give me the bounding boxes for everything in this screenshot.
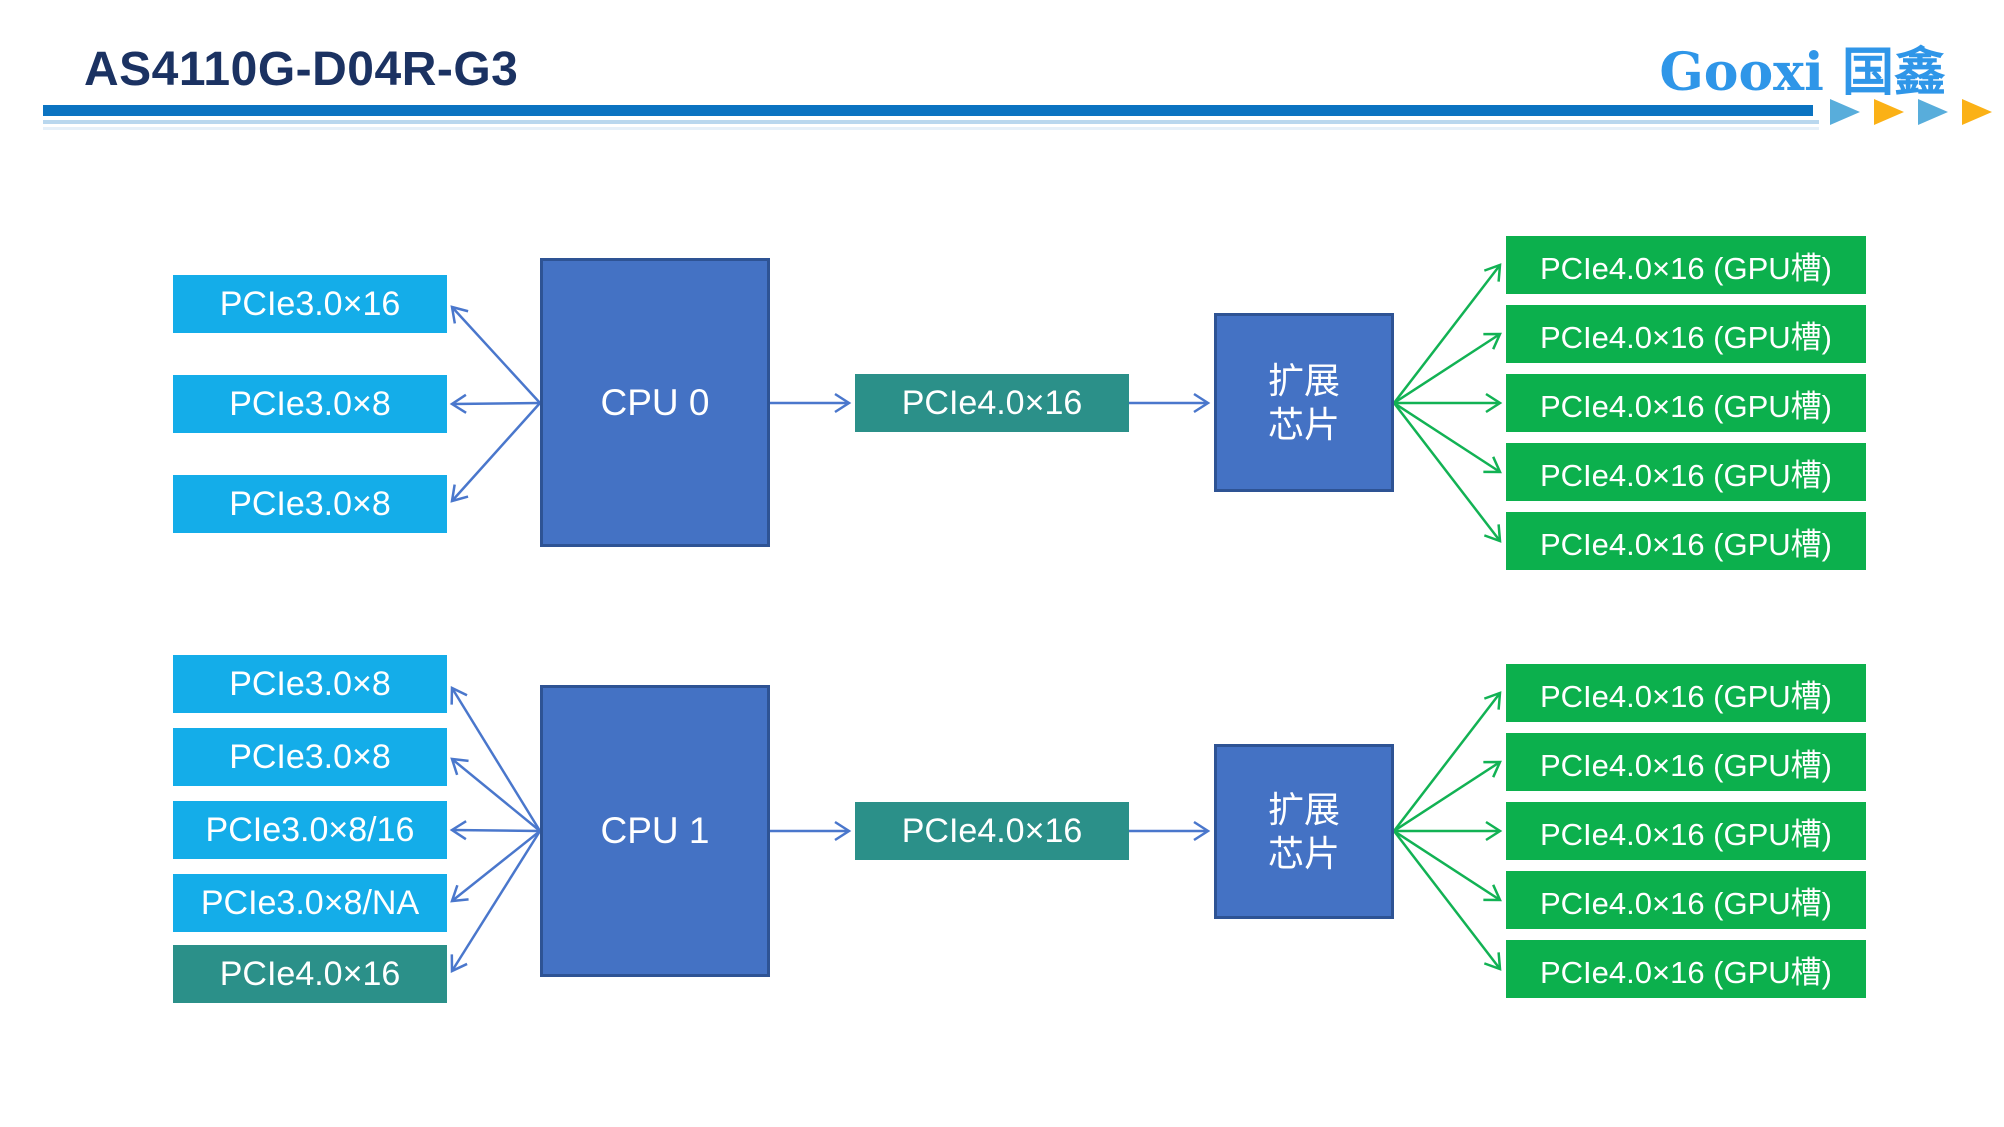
pcie-slot: PCIe3.0×8/16 — [173, 801, 447, 859]
connector-line — [450, 830, 541, 903]
link-box: PCIe4.0×16 — [855, 374, 1129, 432]
connector-line — [1393, 402, 1502, 543]
gpu-slot: PCIe4.0×16 (GPU槽) — [1506, 802, 1866, 860]
gpu-slot: PCIe4.0×16 (GPU槽) — [1506, 443, 1866, 501]
gpu-slot: PCIe4.0×16 (GPU槽) — [1506, 940, 1866, 998]
expander-box: 扩展 芯片 — [1214, 313, 1394, 492]
gpu-slot: PCIe4.0×16 (GPU槽) — [1506, 512, 1866, 570]
connector-line — [450, 686, 542, 832]
gpu-slot: PCIe4.0×16 (GPU槽) — [1506, 236, 1866, 294]
gpu-slot: PCIe4.0×16 (GPU槽) — [1506, 871, 1866, 929]
pcie-slot: PCIe3.0×8 — [173, 375, 447, 433]
connector-line — [1393, 263, 1502, 404]
divider — [43, 105, 1813, 116]
link-box: PCIe4.0×16 — [855, 802, 1129, 860]
pcie-slot: PCIe3.0×8 — [173, 655, 447, 713]
connector-line — [1393, 401, 1502, 474]
pcie-slot: PCIe3.0×8 — [173, 475, 447, 533]
expander-line: 芯片 — [1267, 403, 1340, 445]
connector-line — [450, 402, 541, 503]
right-triangle-icon — [1874, 99, 1904, 125]
pcie-slot: PCIe3.0×16 — [173, 275, 447, 333]
page-title: AS4110G-D04R-G3 — [84, 43, 519, 96]
pcie-slot: PCIe4.0×16 — [173, 945, 447, 1003]
cpu-box: CPU 1 — [540, 685, 770, 977]
expander-box: 扩展 芯片 — [1214, 744, 1394, 919]
connector-line — [449, 393, 541, 414]
divider-light — [43, 120, 1819, 124]
expander-line: 扩展 — [1267, 359, 1340, 401]
expander-line: 芯片 — [1267, 832, 1340, 874]
expander-line: 扩展 — [1267, 788, 1340, 830]
gpu-slot: PCIe4.0×16 (GPU槽) — [1506, 733, 1866, 791]
gpu-slot: PCIe4.0×16 (GPU槽) — [1506, 305, 1866, 363]
connector-line — [1393, 829, 1502, 902]
connector-line — [1393, 332, 1502, 405]
pcie-slot: PCIe3.0×8 — [173, 728, 447, 786]
divider-faint — [43, 127, 1819, 130]
connector-line — [450, 757, 541, 832]
connector-line — [450, 305, 541, 404]
cpu-box: CPU 0 — [540, 258, 770, 547]
brand-logo: Gooxi 国鑫 — [1659, 42, 1946, 103]
connector-line — [450, 830, 542, 973]
right-triangle-icon — [1830, 99, 1860, 125]
right-triangle-icon — [1918, 99, 1948, 125]
connector-line — [1393, 760, 1502, 833]
gpu-slot: PCIe4.0×16 (GPU槽) — [1506, 374, 1866, 432]
right-triangle-icon — [1962, 99, 1992, 125]
connector-line — [1393, 691, 1502, 832]
pcie-slot: PCIe3.0×8/NA — [173, 874, 447, 932]
gpu-slot: PCIe4.0×16 (GPU槽) — [1506, 664, 1866, 722]
connector-line — [1393, 830, 1502, 971]
connector-line — [449, 820, 541, 841]
brand-arrows — [1830, 99, 1992, 125]
